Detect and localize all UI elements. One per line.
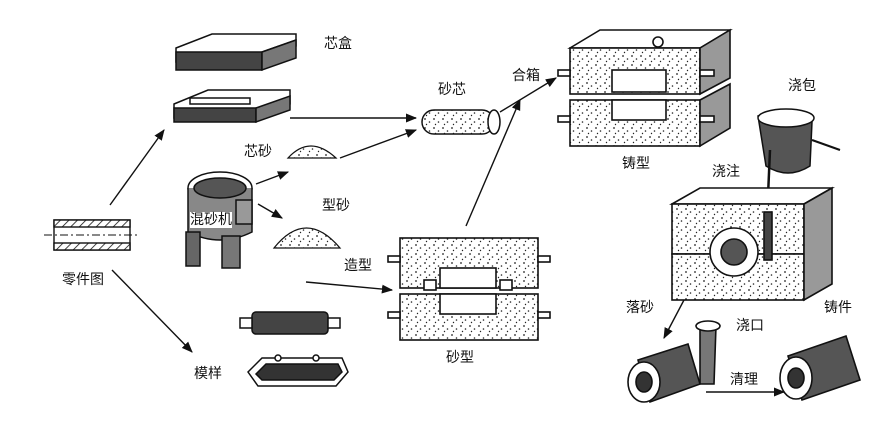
label-shakeout: 落砂 [626, 300, 654, 316]
label-core-sand: 芯砂 [244, 144, 272, 160]
label-casting-mold: 铸型 [622, 156, 650, 172]
part-drawing-figure [44, 219, 140, 251]
label-molding: 造型 [344, 258, 372, 274]
label-core-box: 芯盒 [324, 36, 352, 52]
label-molding-sand: 型砂 [322, 198, 350, 214]
arrow-part-to-pattern [111, 269, 193, 353]
arrow-coresand-to-core [339, 129, 418, 159]
flow-arrows [109, 77, 786, 397]
core-box-figure [173, 33, 297, 124]
label-part-drawing: 零件图 [62, 272, 104, 288]
label-cleaning: 清理 [730, 372, 758, 388]
arrow-sandmold-to-casting-mold [465, 98, 521, 227]
casting-mold-figure [557, 28, 733, 148]
final-casting-figure [779, 334, 861, 402]
core-sand-pile [286, 145, 338, 159]
arrow-core-to-casting-mold [499, 77, 557, 113]
label-ladle: 浇包 [788, 78, 816, 94]
arrow-part-to-corebox [109, 129, 165, 206]
pattern-figure [239, 311, 349, 387]
label-sand-mixer: 混砂机 [190, 212, 232, 228]
arrow-mixer-to-moldingsand [257, 203, 283, 219]
label-mold-closing: 合箱 [512, 68, 540, 84]
label-pouring: 浇注 [712, 164, 740, 180]
sand-mold-figure [387, 237, 551, 341]
label-sand-mold: 砂型 [446, 350, 474, 366]
arrow-to-shakeout [663, 299, 685, 339]
pouring-mold-figure [668, 186, 836, 302]
shakeout-casting-figure [627, 320, 721, 404]
arrow-mixer-to-coresand [255, 171, 290, 185]
molding-sand-pile [272, 227, 342, 249]
arrow-to-sandmold [305, 281, 394, 294]
label-sand-core: 砂芯 [438, 82, 466, 98]
label-casting: 铸件 [824, 300, 852, 316]
label-gate: 浇口 [736, 318, 764, 334]
sand-mixer-figure [185, 171, 253, 269]
ladle-figure [757, 108, 841, 197]
label-pattern: 模样 [194, 366, 222, 382]
sand-core-figure [421, 109, 501, 135]
